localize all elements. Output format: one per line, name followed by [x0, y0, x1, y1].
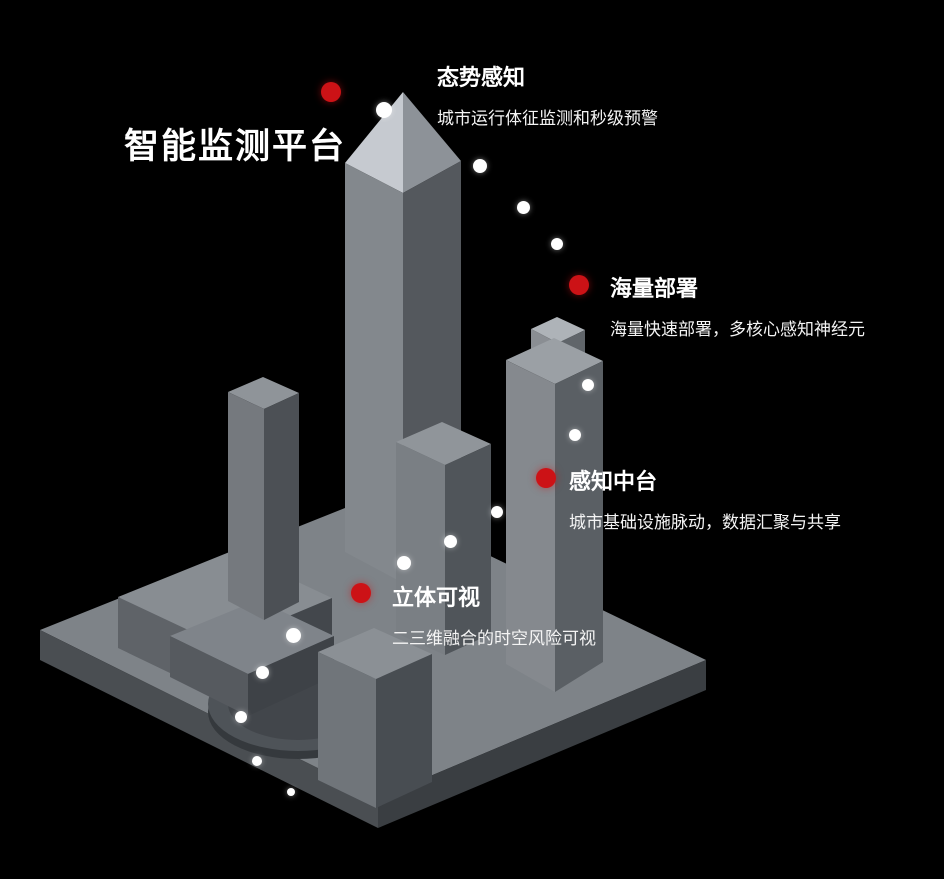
- feature-label: 感知中台: [569, 469, 658, 494]
- trail-dot-icon: [491, 506, 503, 518]
- feature-description: 二三维融合的时空风险可视: [392, 629, 596, 648]
- feature-label: 立体可视: [392, 585, 481, 610]
- trail-dot-icon: [255, 665, 269, 679]
- feature-situational-awareness: 态势感知 城市运行体征监测和秒级预警: [437, 60, 658, 129]
- feature-label: 态势感知: [437, 65, 526, 90]
- feature-mass-deployment: 海量部署 海量快速部署，多核心感知神经元: [610, 271, 865, 340]
- trail-dot-icon: [551, 238, 563, 250]
- feature-description: 城市基础设施脉动，数据汇聚与共享: [569, 513, 841, 532]
- trail-dot-icon: [287, 788, 295, 796]
- feature-3d-visualization: 立体可视 二三维融合的时空风险可视: [392, 580, 596, 649]
- trail-dot-icon: [397, 556, 411, 570]
- trail-dot-icon: [235, 711, 247, 723]
- page-title: 智能监测平台: [124, 127, 347, 166]
- trail-dot-icon: [569, 429, 581, 441]
- trail-dot-icon: [443, 534, 457, 548]
- feature-perception-middle-platform: 感知中台 城市基础设施脉动，数据汇聚与共享: [569, 464, 841, 533]
- red-dot-marker-icon: [351, 583, 371, 603]
- trail-dot-icon: [252, 756, 262, 766]
- trail-dot-icon: [582, 379, 594, 391]
- feature-description: 城市运行体征监测和秒级预警: [437, 109, 658, 128]
- trail-dot-icon: [285, 627, 301, 643]
- trail-dot-icon: [376, 102, 392, 118]
- red-dot-marker-icon: [569, 275, 589, 295]
- trail-dot-icon: [516, 200, 530, 214]
- red-dot-marker-icon: [321, 82, 341, 102]
- trail-dot-icon: [473, 159, 487, 173]
- feature-label: 海量部署: [610, 276, 699, 301]
- red-dot-marker-icon: [536, 468, 556, 488]
- feature-description: 海量快速部署，多核心感知神经元: [610, 320, 865, 339]
